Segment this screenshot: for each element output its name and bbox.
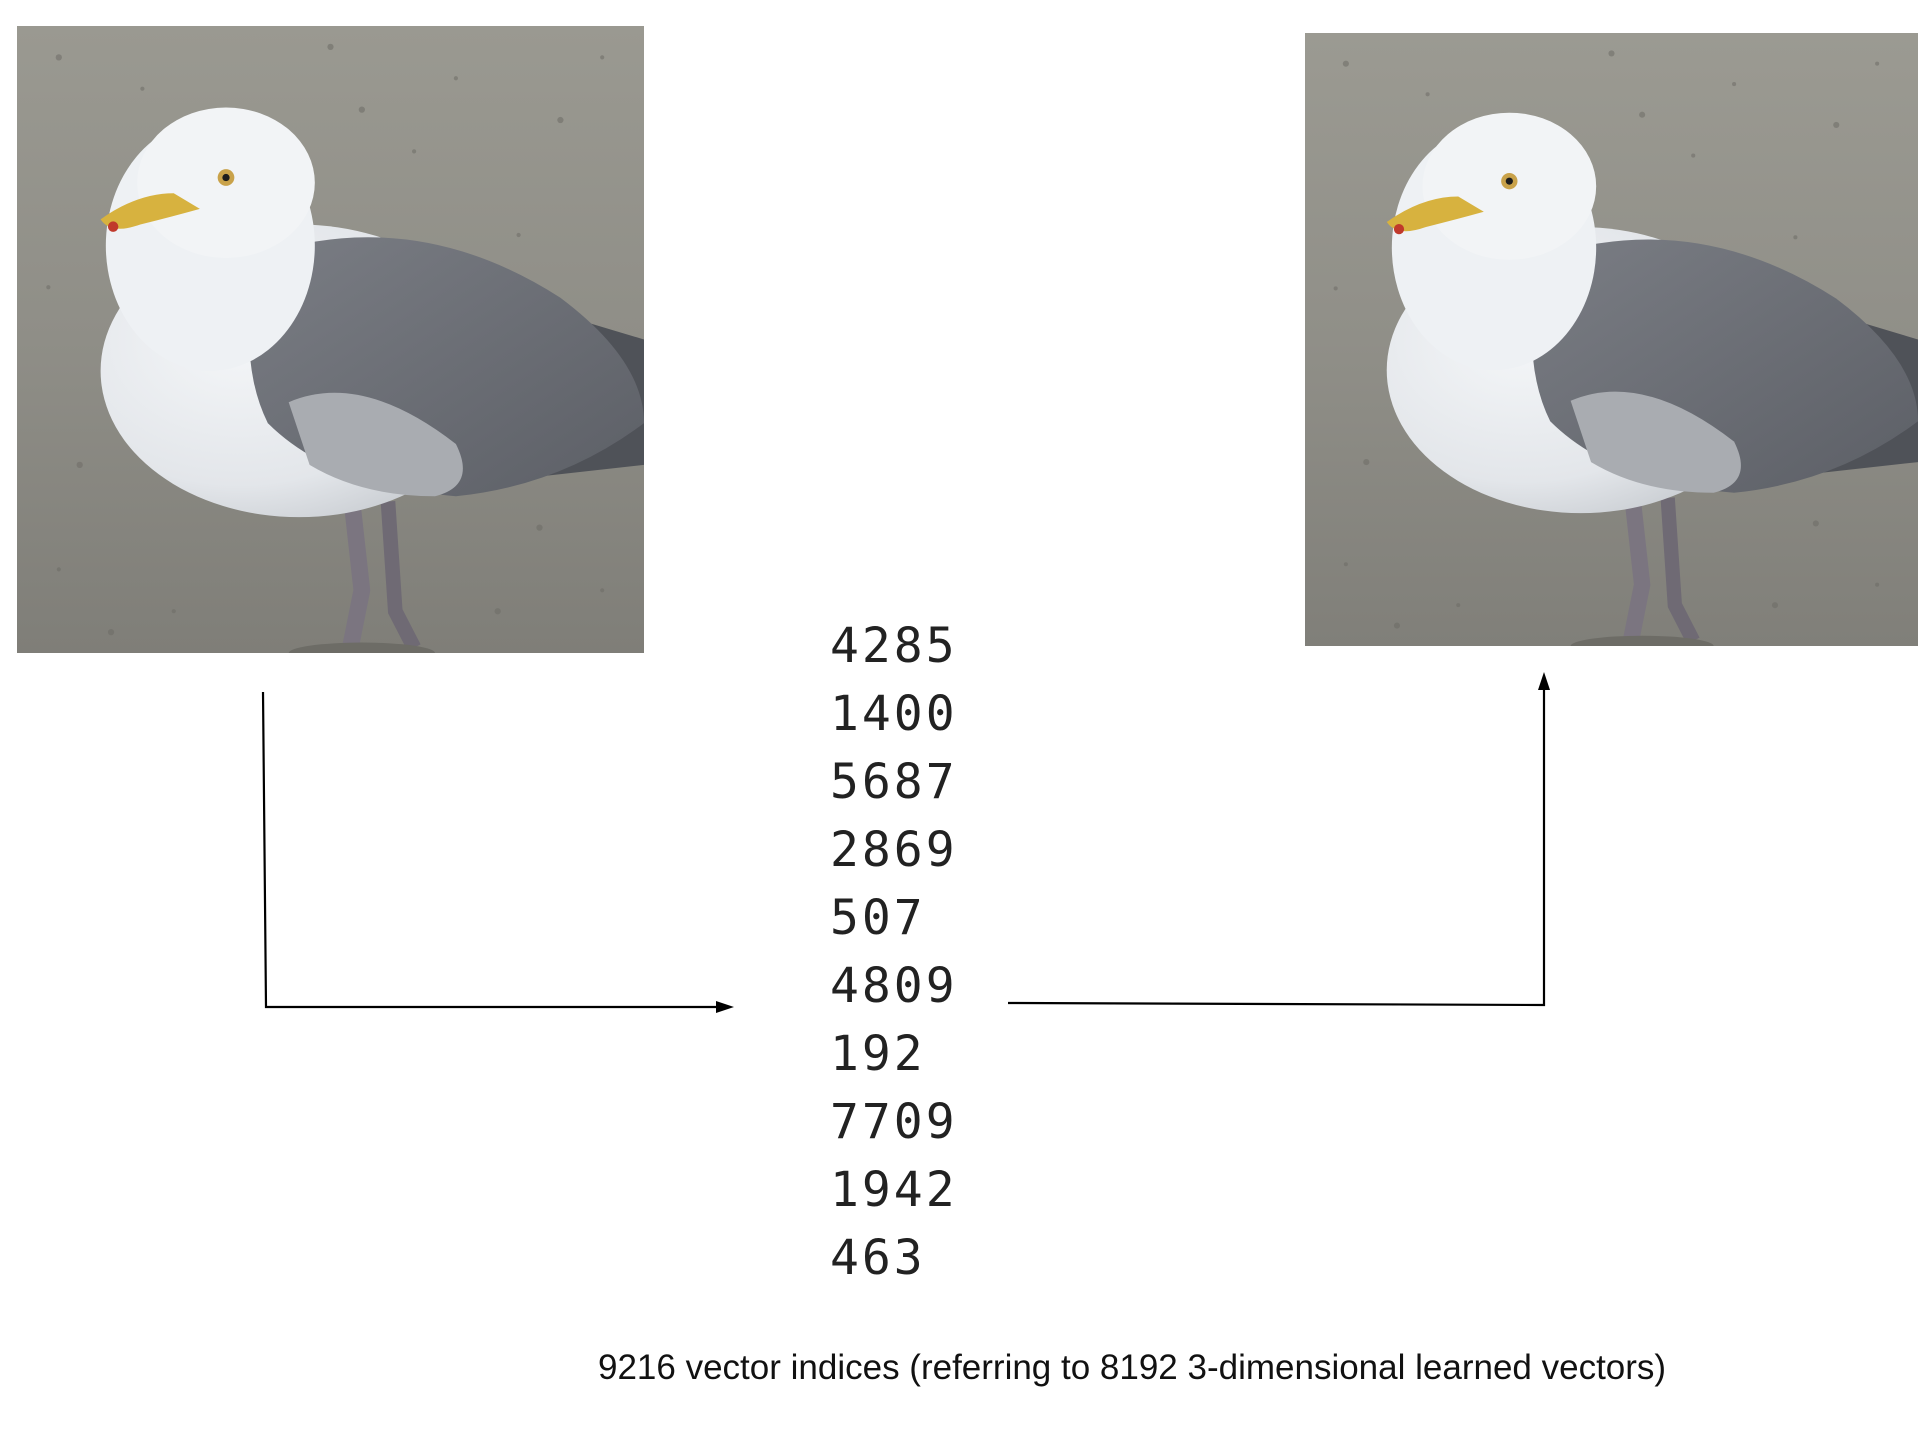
seagull-photo (17, 26, 644, 653)
vector-index: 5687 (830, 754, 958, 810)
vector-index-list: 4285 1400 5687 2869 507 4809 192 7709 19… (830, 612, 958, 1292)
vector-index: 1942 (830, 1162, 958, 1218)
arrowhead-up-icon (1538, 672, 1550, 690)
diagram-caption: 9216 vector indices (referring to 8192 3… (598, 1348, 1667, 1387)
vector-index: 463 (830, 1230, 926, 1286)
vector-index: 7709 (830, 1094, 958, 1150)
vector-index: 507 (830, 890, 926, 946)
encode-arrow (261, 691, 734, 1013)
vector-index: 1400 (830, 686, 958, 742)
output-image (1305, 33, 1918, 646)
vector-index: 4285 (830, 618, 958, 674)
input-image (17, 26, 644, 653)
vector-index: 4809 (830, 958, 958, 1014)
seagull-photo-reconstructed (1305, 33, 1918, 646)
vector-index: 192 (830, 1026, 926, 1082)
arrowhead-right-icon (716, 1001, 734, 1013)
decode-arrow (1007, 672, 1550, 1007)
vector-index: 2869 (830, 822, 958, 878)
